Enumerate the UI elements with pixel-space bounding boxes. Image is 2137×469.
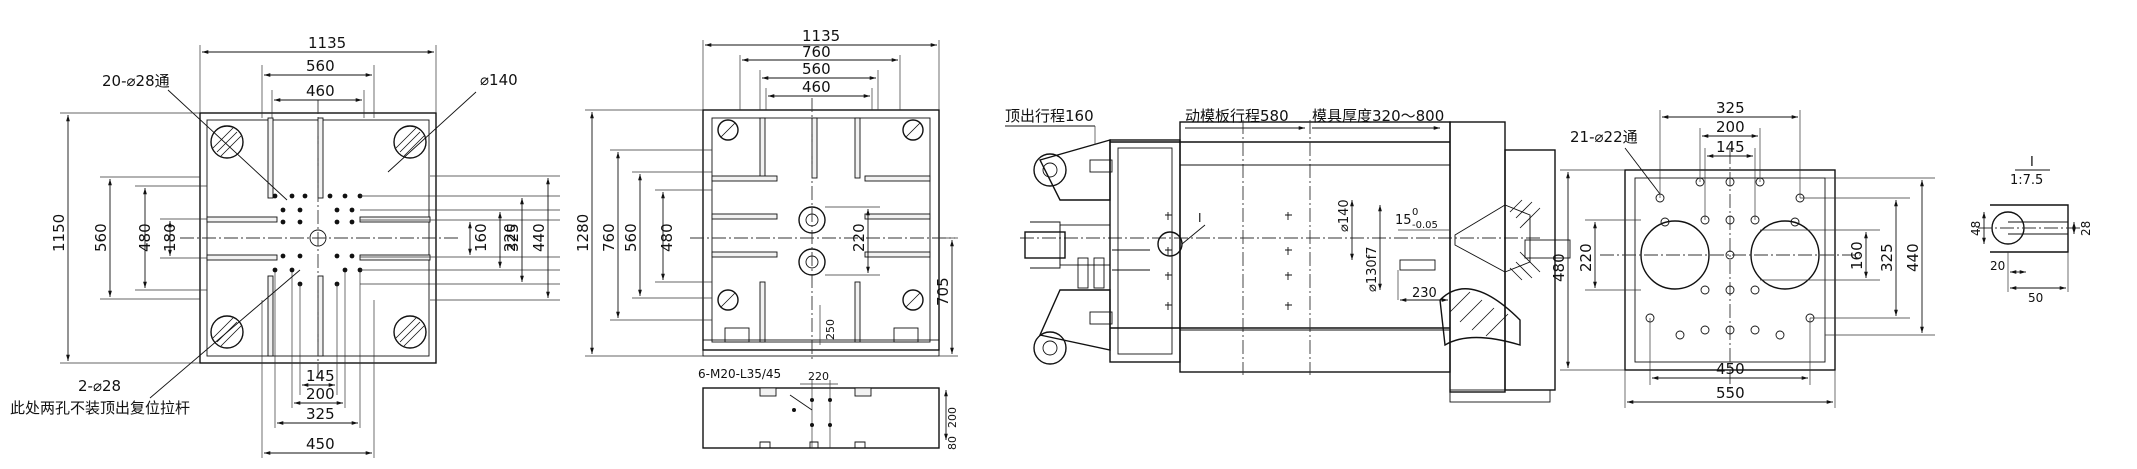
tie-bar-bore-icon bbox=[717, 119, 924, 311]
dim-text: 220 bbox=[1577, 243, 1595, 272]
view-fixed-platen: 1135 560 460 20-⌀28通 ⌀140 1150 560 480 1… bbox=[10, 34, 560, 458]
dim-text: ⌀140 bbox=[1337, 199, 1352, 232]
dim-text: 220 bbox=[501, 223, 519, 252]
t-slots bbox=[206, 117, 431, 357]
dim-text: 325 bbox=[504, 223, 522, 252]
label-mold-thickness: 模具厚度320～800 bbox=[1312, 107, 1444, 125]
dim-text: 560 bbox=[306, 57, 335, 75]
dim-text: 480 bbox=[1550, 253, 1568, 282]
view-side-clamping-unit: I 顶出行程160 动模板行程580 模具厚度320～800 ⌀140 ⌀130… bbox=[1005, 107, 1571, 403]
view-moving-platen: 250 1135 760 560 460 1280 760 560 480 22… bbox=[574, 27, 959, 450]
dim-text: 550 bbox=[1716, 384, 1745, 402]
dim-text: 200 bbox=[1716, 118, 1745, 136]
dim-text: 760 bbox=[600, 223, 618, 252]
dim-text: 145 bbox=[1716, 138, 1745, 156]
note-bottom: 此处两孔不装顶出复位拉杆 bbox=[10, 399, 190, 417]
ejector-hole-pattern bbox=[272, 193, 363, 287]
detail-circle-icon bbox=[1157, 231, 1183, 257]
dim-text: 145 bbox=[306, 367, 335, 385]
dim-text: 480 bbox=[136, 223, 154, 252]
dim-text: 560 bbox=[622, 223, 640, 252]
dim-text: ⌀130f7 bbox=[1365, 247, 1380, 293]
dim-text: 1135 bbox=[802, 27, 840, 45]
screw-marks bbox=[1165, 212, 1292, 310]
dim-text: 325 bbox=[1716, 99, 1745, 117]
dim-text: 230 bbox=[1412, 286, 1437, 301]
dim-text: 1150 bbox=[50, 214, 68, 252]
label-ejector-stroke: 顶出行程160 bbox=[1005, 107, 1094, 125]
callout-holes: 21-⌀22通 bbox=[1570, 128, 1638, 146]
toggle-pin-icon bbox=[1033, 153, 1067, 187]
dim-text: 20 bbox=[1990, 259, 2005, 273]
callout-screws: 6-M20-L35/45 bbox=[698, 367, 781, 381]
dim-text: 460 bbox=[306, 82, 335, 100]
dim-text: 1280 bbox=[574, 214, 592, 252]
dim-text: 200 bbox=[306, 385, 335, 403]
dim-text: 560 bbox=[802, 60, 831, 78]
platen-section-view: 6-M20-L35/45 220 200 80 bbox=[698, 367, 959, 450]
dim-text: 325 bbox=[306, 405, 335, 423]
dim-text: 80 bbox=[946, 436, 959, 450]
detail-title: I bbox=[2030, 155, 2034, 170]
dim-text: 28 bbox=[2079, 221, 2093, 236]
view-detail-I: I 1:7.5 48 28 20 50 bbox=[1969, 155, 2093, 305]
view-mould-face: 21-⌀22通 325 200 145 480 220 160 325 440 … bbox=[1550, 99, 1935, 408]
detail-scale: 1:7.5 bbox=[2010, 173, 2043, 188]
dim-text: 180 bbox=[161, 223, 179, 252]
dim-text: 1135 bbox=[308, 34, 346, 52]
platen-outline bbox=[702, 109, 940, 351]
dim-text: 480 bbox=[658, 223, 676, 252]
label-platen-stroke: 动模板行程580 bbox=[1185, 107, 1289, 125]
dim-text: 15 bbox=[1395, 213, 1412, 228]
dim-text: 160 bbox=[472, 223, 490, 252]
dim-text: 705 bbox=[934, 277, 952, 306]
dim-text: 440 bbox=[530, 223, 548, 252]
dim-text: 220 bbox=[850, 223, 868, 252]
dim-text: 450 bbox=[1716, 360, 1745, 378]
dim-text: 325 bbox=[1878, 243, 1896, 272]
dim-text: 760 bbox=[802, 43, 831, 61]
dim-text: 460 bbox=[802, 78, 831, 96]
dim-text: 450 bbox=[306, 435, 335, 453]
dim-text: 560 bbox=[92, 223, 110, 252]
tolerance-lower: -0.05 bbox=[1412, 220, 1438, 231]
tolerance-upper: 0 bbox=[1412, 207, 1418, 218]
dim-text: 250 bbox=[824, 319, 837, 340]
dim-text: 440 bbox=[1904, 243, 1922, 272]
dim-text: 50 bbox=[2028, 291, 2043, 305]
detail-label: I bbox=[1198, 211, 1202, 225]
dim-text: 48 bbox=[1969, 221, 1983, 236]
toggle-pin-icon bbox=[1033, 331, 1067, 365]
dim-text: 220 bbox=[808, 370, 829, 383]
callout-holes-top: 20-⌀28通 bbox=[102, 72, 170, 90]
dim-text: 200 bbox=[946, 407, 959, 428]
callout-holes-bottom: 2-⌀28 bbox=[78, 377, 121, 395]
callout-dia140: ⌀140 bbox=[480, 71, 518, 89]
dim-text: 160 bbox=[1848, 241, 1866, 270]
